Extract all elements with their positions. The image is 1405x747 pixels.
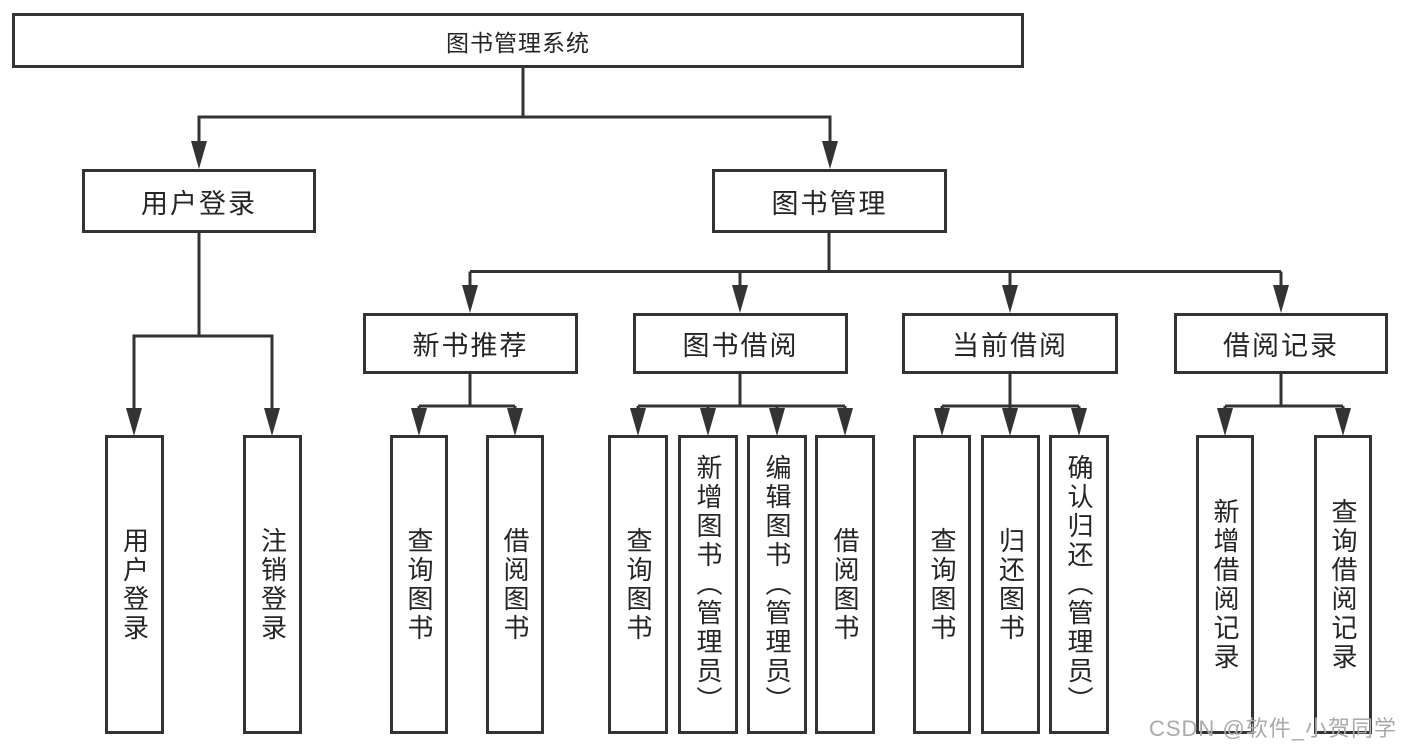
node-root-label: 图书管理系统 — [446, 29, 590, 56]
leaf-current-query-books-label: 查询图书 — [927, 526, 957, 643]
connector-user-login — [126, 233, 280, 436]
leaf-records-add-record: 新增借阅记录 — [1196, 435, 1254, 734]
leaf-records-query-record-label: 查询借阅记录 — [1328, 497, 1358, 672]
leaf-borrow-borrow-books-label: 借阅图书 — [830, 526, 860, 643]
node-current-borrow-label: 当前借阅 — [952, 331, 1068, 361]
node-book-borrow-label: 图书借阅 — [682, 331, 799, 361]
leaf-logout-label: 注销登录 — [257, 526, 288, 643]
leaf-current-return-books: 归还图书 — [981, 435, 1040, 734]
leaf-user-login-label: 用户登录 — [119, 526, 150, 643]
connector-borrow-records — [1217, 374, 1351, 436]
leaf-logout: 注销登录 — [243, 435, 302, 734]
leaf-borrow-query-books-label: 查询图书 — [623, 526, 653, 643]
leaf-current-confirm-return-admin: 确认归还（管理员） — [1049, 435, 1109, 734]
node-user-login-label: 用户登录 — [141, 188, 257, 219]
leaf-records-add-record-label: 新增借阅记录 — [1210, 497, 1240, 672]
leaf-recommend-query-books: 查询图书 — [390, 435, 448, 734]
node-user-login: 用户登录 — [82, 169, 316, 233]
leaf-borrow-edit-books-admin-label: 编辑图书（管理员） — [762, 454, 792, 715]
leaf-borrow-edit-books-admin: 编辑图书（管理员） — [747, 435, 807, 734]
leaf-recommend-borrow-books-label: 借阅图书 — [500, 526, 530, 643]
leaf-recommend-query-books-label: 查询图书 — [404, 526, 434, 643]
leaf-records-query-record: 查询借阅记录 — [1314, 435, 1372, 734]
leaf-recommend-borrow-books: 借阅图书 — [486, 435, 544, 734]
connector-book-management — [462, 233, 1289, 313]
connector-current-borrow — [934, 374, 1087, 436]
csdn-watermark: CSDN @软件_小贺同学 — [1148, 716, 1397, 741]
node-book-borrow: 图书借阅 — [633, 313, 848, 374]
node-current-borrow: 当前借阅 — [902, 313, 1118, 374]
leaf-user-login: 用户登录 — [105, 435, 164, 734]
connector-book-borrow — [630, 374, 853, 436]
leaf-borrow-add-books-admin: 新增图书（管理员） — [678, 435, 738, 734]
leaf-borrow-borrow-books: 借阅图书 — [815, 435, 875, 734]
leaf-current-query-books: 查询图书 — [913, 435, 971, 734]
node-root: 图书管理系统 — [12, 13, 1024, 68]
node-book-management: 图书管理 — [712, 169, 947, 233]
node-new-book-recommend: 新书推荐 — [363, 313, 578, 374]
leaf-current-return-books-label: 归还图书 — [995, 526, 1026, 643]
node-borrow-records-label: 借阅记录 — [1223, 331, 1339, 361]
connector-root — [191, 68, 838, 169]
node-borrow-records: 借阅记录 — [1174, 313, 1388, 374]
node-book-management-label: 图书管理 — [771, 188, 888, 219]
leaf-borrow-add-books-admin-label: 新增图书（管理员） — [693, 454, 723, 715]
connector-new-book-recommend — [411, 374, 523, 436]
leaf-current-confirm-return-admin-label: 确认归还（管理员） — [1064, 454, 1094, 715]
leaf-borrow-query-books: 查询图书 — [608, 435, 668, 734]
node-new-book-recommend-label: 新书推荐 — [412, 331, 529, 361]
